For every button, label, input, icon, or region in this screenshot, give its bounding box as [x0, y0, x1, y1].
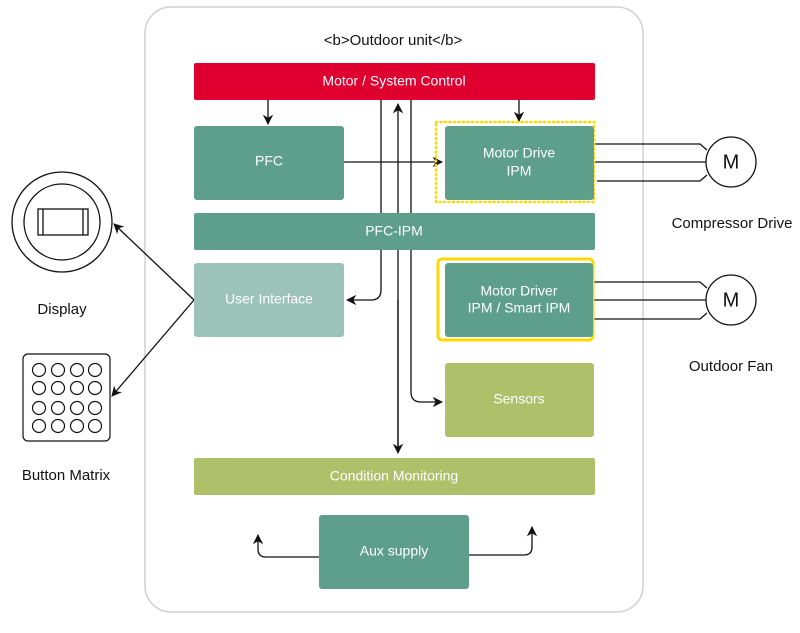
- condition-monitoring-block[interactable]: Condition Monitoring: [194, 458, 595, 495]
- fan-motor-symbol: M: [723, 289, 740, 311]
- fan-phase-lines: [594, 281, 708, 320]
- outdoor-unit-title: <b>Outdoor unit</b>: [324, 32, 463, 49]
- matrix-button: [50, 380, 66, 396]
- motor-drive-ipm-label-line2: IPM: [507, 163, 532, 179]
- matrix-button: [87, 418, 103, 434]
- motor-drive-ipm-block[interactable]: Motor Drive IPM: [434, 120, 596, 204]
- matrix-button: [87, 362, 103, 378]
- fan-motor[interactable]: M: [705, 274, 757, 326]
- matrix-button: [69, 380, 85, 396]
- button-matrix-label: Button Matrix: [22, 467, 111, 484]
- matrix-button: [69, 400, 85, 416]
- aux-right-arrow: [469, 525, 538, 556]
- compressor-motor-icon: [705, 136, 757, 188]
- matrix-button: [87, 380, 103, 396]
- aux-left-arrow: [252, 533, 319, 558]
- button-matrix-icon[interactable]: [22, 353, 111, 442]
- matrix-button: [69, 418, 85, 434]
- sensors-block[interactable]: Sensors: [445, 363, 594, 437]
- connections: [111, 100, 708, 558]
- display-label: Display: [37, 301, 87, 318]
- pfc-block[interactable]: PFC: [194, 126, 344, 200]
- matrix-button: [31, 362, 47, 378]
- matrix-button: [69, 362, 85, 378]
- compressor-motor-symbol: M: [723, 151, 740, 173]
- motor-driver-label-line1: Motor Driver: [480, 283, 557, 299]
- matrix-button: [31, 418, 47, 434]
- compressor-phase-lines: [594, 143, 708, 182]
- motor-driver-smart-ipm-block[interactable]: Motor Driver IPM / Smart IPM: [436, 257, 595, 342]
- outdoor-fan-label: Outdoor Fan: [689, 358, 773, 375]
- aux-supply-label: Aux supply: [360, 543, 428, 559]
- display-icon[interactable]: [11, 171, 113, 273]
- ui-to-button-matrix-arrow: [111, 299, 195, 397]
- compressor-drive-label: Compressor Drive: [672, 215, 793, 232]
- motor-system-control-block[interactable]: Motor / System Control: [194, 63, 595, 100]
- matrix-button: [50, 400, 66, 416]
- condition-monitoring-label: Condition Monitoring: [330, 468, 458, 484]
- sensors-label: Sensors: [493, 391, 544, 407]
- user-interface-label: User Interface: [225, 291, 313, 307]
- motor-driver-label-line2: IPM / Smart IPM: [468, 300, 571, 316]
- ui-to-display-arrow: [113, 223, 195, 301]
- compressor-motor[interactable]: M: [705, 136, 757, 188]
- motor-system-control-label: Motor / System Control: [322, 73, 465, 89]
- bus-to-sensors-arrow: [410, 100, 444, 408]
- bus-to-user-interface-arrow: [345, 100, 382, 306]
- pfc-label: PFC: [255, 153, 283, 169]
- fan-motor-icon: [705, 274, 757, 326]
- aux-supply-block[interactable]: Aux supply: [319, 515, 469, 589]
- pfc-ipm-label: PFC-IPM: [365, 223, 423, 239]
- matrix-button: [50, 362, 66, 378]
- pfc-ipm-block[interactable]: PFC-IPM: [194, 213, 595, 250]
- user-interface-block[interactable]: User Interface: [194, 263, 344, 337]
- motor-drive-ipm-label-line1: Motor Drive: [483, 145, 556, 161]
- matrix-button: [87, 400, 103, 416]
- matrix-button: [50, 418, 66, 434]
- matrix-button: [31, 400, 47, 416]
- matrix-button: [31, 380, 47, 396]
